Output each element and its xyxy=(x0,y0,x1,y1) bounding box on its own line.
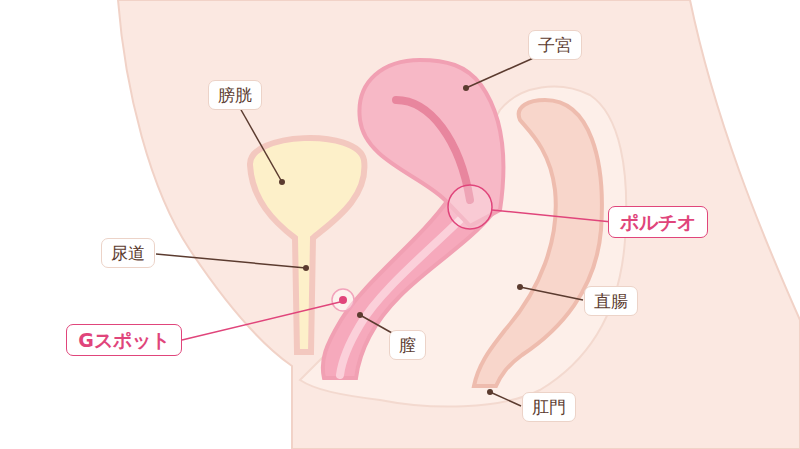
label-box: 子宮 xyxy=(528,30,582,60)
g-spot-dot xyxy=(339,296,347,304)
body-silhouette xyxy=(118,0,800,449)
part-name: Gスポット xyxy=(78,328,170,353)
portio-marker xyxy=(448,185,492,229)
leader-lines xyxy=(156,56,612,406)
label-box: 肛門 xyxy=(522,392,576,422)
label-box: 膣 xyxy=(389,330,426,360)
label-box: 尿道 xyxy=(101,238,155,268)
vagina-inner xyxy=(340,212,468,375)
label-box: ポルチオ xyxy=(608,206,708,239)
part-name: 膀胱 xyxy=(218,84,252,106)
part-name: ポルチオ xyxy=(620,210,696,235)
part-name: 子宮 xyxy=(538,34,572,56)
part-name: 肛門 xyxy=(532,396,566,418)
leader-dots xyxy=(279,85,523,395)
label-box: Gスポット xyxy=(66,324,182,357)
part-name: 直腸 xyxy=(594,290,628,312)
label-box: 直腸 xyxy=(584,286,638,316)
g-spot-marker xyxy=(332,289,354,311)
part-name: 膣 xyxy=(399,334,416,356)
label-box: 膀胱 xyxy=(208,80,262,110)
part-name: 尿道 xyxy=(111,242,145,264)
uterine-cavity xyxy=(396,100,470,200)
